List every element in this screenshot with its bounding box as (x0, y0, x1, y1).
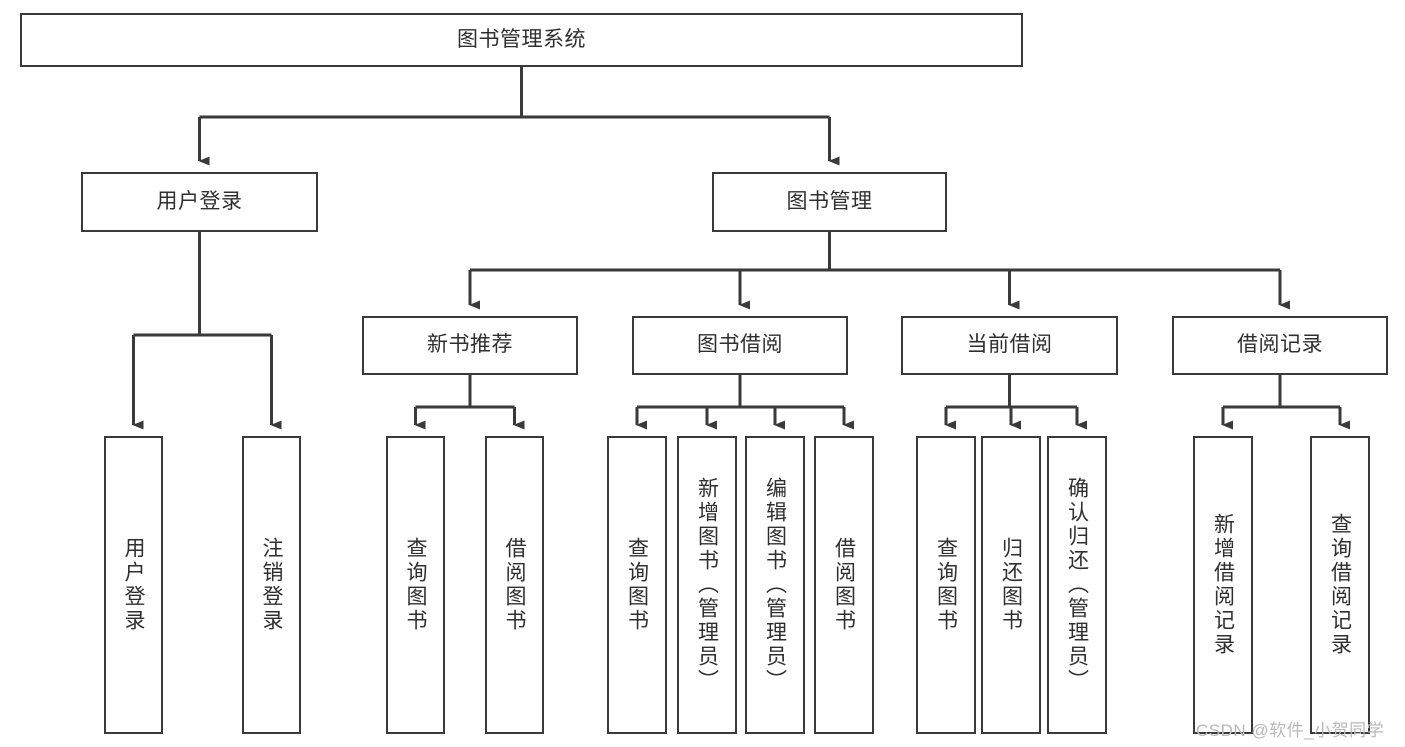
node-label: 用户登录 (156, 189, 243, 213)
node-label: 图书管理 (786, 189, 873, 213)
node-leaf-borrow-book-2[interactable]: 借阅图书 (814, 436, 874, 734)
node-leaf-query-book-1[interactable]: 查询图书 (386, 436, 445, 734)
node-leaf-query-book-3[interactable]: 查询图书 (916, 436, 976, 734)
node-leaf-logout[interactable]: 注销登录 (242, 436, 301, 734)
node-leaf-borrow-book-1[interactable]: 借阅图书 (485, 436, 544, 734)
node-leaf-query-record[interactable]: 查询借阅记录 (1310, 436, 1370, 734)
node-leaf-edit-book[interactable]: 编辑图书（管理员） (745, 436, 805, 734)
node-label: 查询图书 (934, 537, 958, 633)
node-label: 查询借阅记录 (1328, 513, 1352, 657)
node-borrow-record[interactable]: 借阅记录 (1172, 316, 1388, 375)
node-current-borrow[interactable]: 当前借阅 (901, 316, 1118, 375)
node-leaf-return-book[interactable]: 归还图书 (981, 436, 1041, 734)
node-label: 用户登录 (122, 537, 145, 633)
node-label: 确认归还（管理员） (1065, 477, 1089, 693)
node-label: 当前借阅 (966, 333, 1053, 357)
node-leaf-confirm-return[interactable]: 确认归还（管理员） (1047, 436, 1107, 734)
node-label: 注销登录 (260, 537, 283, 633)
node-label: 借阅图书 (832, 537, 856, 633)
node-root[interactable]: 图书管理系统 (20, 13, 1023, 67)
node-label: 图书借阅 (697, 333, 783, 357)
node-label: 查询图书 (404, 537, 427, 633)
node-book-borrow[interactable]: 图书借阅 (632, 316, 848, 375)
node-label: 编辑图书（管理员） (763, 477, 787, 693)
node-book-manage[interactable]: 图书管理 (712, 172, 947, 232)
node-label: 借阅记录 (1237, 333, 1323, 357)
node-label: 新增图书（管理员） (695, 477, 719, 693)
node-leaf-user-login[interactable]: 用户登录 (104, 436, 163, 734)
node-leaf-add-record[interactable]: 新增借阅记录 (1193, 436, 1253, 734)
node-label: 借阅图书 (503, 537, 526, 633)
node-label: 查询图书 (625, 537, 649, 633)
node-user-login[interactable]: 用户登录 (81, 172, 318, 232)
node-new-book-rec[interactable]: 新书推荐 (362, 316, 578, 375)
node-label: 新书推荐 (427, 333, 513, 357)
node-leaf-add-book[interactable]: 新增图书（管理员） (677, 436, 737, 734)
node-label: 归还图书 (999, 537, 1023, 633)
node-label: 新增借阅记录 (1211, 513, 1235, 657)
node-label: 图书管理系统 (457, 27, 586, 51)
node-leaf-query-book-2[interactable]: 查询图书 (607, 436, 667, 734)
